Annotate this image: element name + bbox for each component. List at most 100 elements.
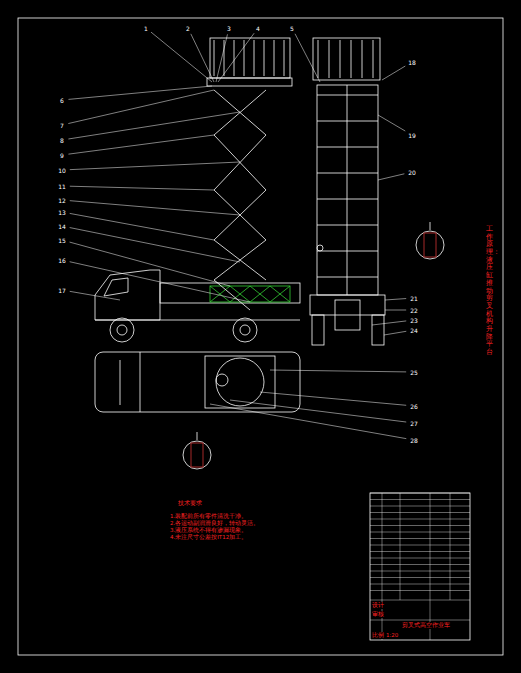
line <box>317 199 378 200</box>
note-text: 工作原理：液压缸推动剪叉机构升降平台 <box>486 225 500 356</box>
label-wrap: 2 <box>185 25 191 32</box>
line <box>317 225 378 226</box>
line <box>340 40 341 78</box>
line <box>370 512 470 513</box>
callout-number: 24 <box>410 327 418 334</box>
callout-number: 19 <box>408 132 416 139</box>
label-wrap: 28 <box>409 437 419 444</box>
line <box>382 66 405 80</box>
line <box>68 90 214 124</box>
line <box>370 558 470 559</box>
line <box>68 86 212 99</box>
callout-number: 23 <box>410 317 418 324</box>
line <box>370 538 470 539</box>
callout-number: 22 <box>410 307 418 314</box>
label-wrap: 13 <box>57 209 67 216</box>
callout-number: 27 <box>410 420 418 427</box>
note-text: 剪叉式高空作业车 <box>402 622 450 628</box>
callout-number: 16 <box>58 257 66 264</box>
line <box>68 112 240 139</box>
line <box>385 310 406 311</box>
line <box>317 251 378 252</box>
line <box>362 40 363 78</box>
label-wrap: 8 <box>59 137 65 144</box>
line <box>351 40 352 78</box>
label-wrap: 审核 <box>372 611 384 618</box>
callout-number: 7 <box>60 122 64 129</box>
line <box>70 228 240 262</box>
line <box>370 571 470 572</box>
label-wrap: 2.各运动副润滑良好，转动灵活。 <box>170 520 259 527</box>
label-wrap: 5 <box>289 25 295 32</box>
line <box>378 174 404 180</box>
label-wrap: 4.未注尺寸公差按IT12加工。 <box>170 534 247 541</box>
line <box>372 321 406 325</box>
label-wrap: 22 <box>409 307 419 314</box>
callout-number: 25 <box>410 369 418 376</box>
line <box>370 551 470 552</box>
line <box>264 40 265 76</box>
line <box>370 532 470 533</box>
line <box>318 40 319 78</box>
line <box>370 493 470 494</box>
label-wrap: 1.装配前所有零件清洗干净。 <box>170 513 247 520</box>
line <box>370 525 470 526</box>
label-wrap: 3 <box>226 25 232 32</box>
label-wrap: 比例 <box>372 632 384 639</box>
label-wrap: 18 <box>407 59 417 66</box>
line <box>295 34 320 82</box>
line <box>347 85 348 295</box>
label-wrap: 设计 <box>372 602 384 609</box>
callout-number: 5 <box>290 25 294 32</box>
line <box>370 600 470 601</box>
note-text: 3.液压系统不得有渗漏现象。 <box>170 527 247 533</box>
line <box>317 147 378 148</box>
label-wrap: 15 <box>57 237 67 244</box>
line <box>234 40 235 76</box>
line <box>244 40 245 76</box>
line <box>70 262 250 302</box>
line <box>317 95 378 96</box>
line <box>70 201 240 215</box>
callout-number: 8 <box>60 137 64 144</box>
line <box>70 213 214 240</box>
note-text: 技术要求 <box>178 500 202 506</box>
callout-number: 18 <box>408 59 416 66</box>
line <box>317 277 378 278</box>
note-text: 审核 <box>372 611 384 617</box>
label-wrap: 9 <box>59 152 65 159</box>
callout-number: 3 <box>227 25 231 32</box>
label-wrap: 20 <box>407 169 417 176</box>
line <box>216 34 227 82</box>
line <box>370 545 470 546</box>
line <box>214 40 215 76</box>
callout-number: 15 <box>58 237 66 244</box>
line <box>317 173 378 174</box>
label-wrap: 12 <box>57 197 67 204</box>
line <box>370 499 470 500</box>
note-text: 1:20 <box>386 632 398 638</box>
label-wrap: 21 <box>409 295 419 302</box>
line <box>70 186 214 190</box>
label-wrap: 25 <box>409 369 419 376</box>
label-wrap: 17 <box>57 287 67 294</box>
callout-number: 12 <box>58 197 66 204</box>
line <box>370 519 470 520</box>
label-wrap: 工作原理：液压缸推动剪叉机构升降平台 <box>486 226 493 357</box>
callout-number: 21 <box>410 295 418 302</box>
callout-number: 10 <box>58 167 66 174</box>
label-wrap: 16 <box>57 257 67 264</box>
line <box>260 392 406 405</box>
label-wrap: 27 <box>409 420 419 427</box>
note-text: 2.各运动副润滑良好，转动灵活。 <box>170 520 259 526</box>
callout-number: 4 <box>256 25 260 32</box>
callout-number: 17 <box>58 287 66 294</box>
label-wrap: 19 <box>407 132 417 139</box>
callout-number: 2 <box>186 25 190 32</box>
label-wrap: 7 <box>59 122 65 129</box>
line <box>378 115 405 131</box>
line <box>373 40 374 78</box>
label-wrap: 剪叉式高空作业车 <box>402 622 450 629</box>
label-wrap: 3.液压系统不得有渗漏现象。 <box>170 527 247 534</box>
